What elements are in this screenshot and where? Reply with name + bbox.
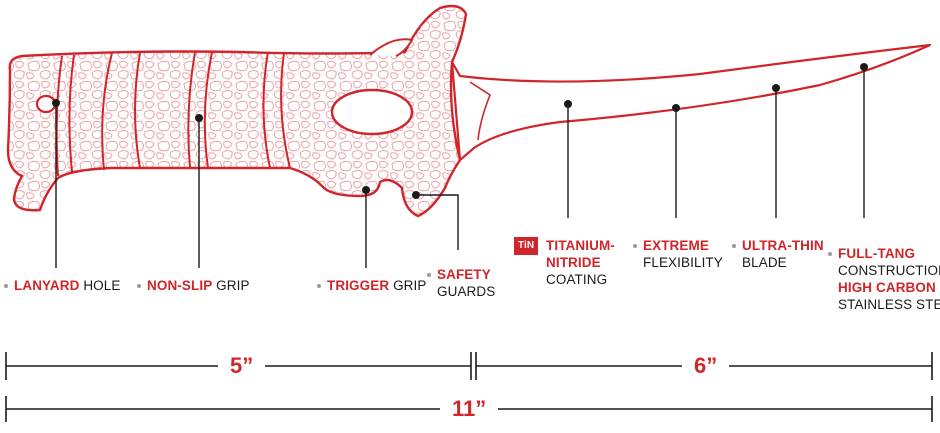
label-tang-red-2: HIGH CARBON [838, 280, 936, 295]
bullet-dot [4, 284, 8, 288]
label-lanyard-rest: HOLE [83, 278, 121, 293]
label-safety-rest: GUARDS [437, 284, 496, 299]
tin-badge: TiN [514, 237, 539, 255]
blade-shape [450, 43, 932, 162]
label-blade-red: ULTRA-THIN [742, 238, 824, 253]
label-trigger-rest: GRIP [393, 278, 427, 293]
label-trigger-red: TRIGGER [327, 278, 390, 293]
label-safety-red: SAFETY [437, 267, 491, 282]
bullet-dot [317, 284, 321, 288]
grip-band-1b [68, 54, 75, 173]
bullet-dot [732, 244, 736, 248]
label-trigger-grip: TRIGGER GRIP [317, 277, 427, 294]
label-lanyard-hole: LANYARD HOLE [4, 277, 121, 294]
blade-inner-line [469, 81, 491, 141]
bullet-dot [137, 284, 141, 288]
label-ultra-thin-blade: ULTRA-THIN BLADE [732, 237, 824, 271]
label-extreme-flexibility: EXTREME FLEXIBILITY [633, 237, 723, 271]
label-lanyard-red: LANYARD [14, 278, 80, 293]
grip-band-4b [280, 52, 291, 169]
grip-band-4 [262, 51, 271, 169]
label-coating-red-1: TITANIUM- [546, 238, 615, 253]
label-tang-rest-1: CONSTRUCTION; [838, 263, 940, 278]
dimension-handle-length: 5” [218, 353, 266, 379]
label-flex-red: EXTREME [643, 238, 709, 253]
grip-band-2b [134, 52, 141, 169]
label-non-slip-grip: NON-SLIP GRIP [137, 277, 250, 294]
label-tang-red: FULL-TANG [838, 246, 916, 261]
grip-band-3 [187, 51, 196, 169]
label-blade-rest: BLADE [742, 255, 787, 270]
bullet-dot [828, 252, 832, 256]
grip-band-2 [101, 52, 113, 171]
label-safety-guards: SAFETY GUARDS [427, 266, 496, 300]
thumb-oval [330, 88, 414, 136]
label-tang-rest-2: STAINLESS STEEL [838, 297, 940, 312]
label-coating-rest: COATING [546, 272, 608, 287]
label-full-tang: FULL-TANG CONSTRUCTION; HIGH CARBON STAI… [828, 245, 940, 313]
label-grip-red: NON-SLIP [147, 278, 213, 293]
guard-notch [369, 38, 414, 57]
dimension-total-length: 11” [440, 396, 499, 422]
tin-badge-wrap: TiN [514, 237, 544, 255]
grip-band-1 [55, 55, 63, 177]
bullet-dot [633, 244, 637, 248]
dimension-blade-length: 6” [682, 353, 730, 379]
label-titanium-nitride: TiN TITANIUM- NITRIDE COATING [514, 237, 615, 288]
grip-band-3b [203, 51, 213, 169]
label-grip-rest: GRIP [216, 278, 250, 293]
label-flex-rest: FLEXIBILITY [643, 255, 723, 270]
bullet-dot [427, 273, 431, 277]
label-coating-red-2: NITRIDE [546, 255, 601, 270]
